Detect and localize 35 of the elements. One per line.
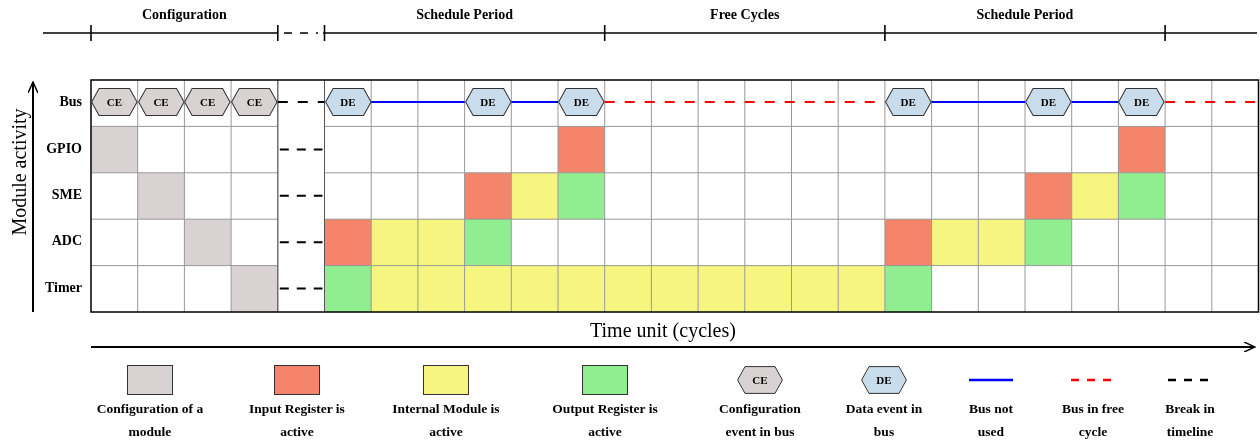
dashed-line	[276, 101, 326, 103]
data-event-hexagon: DE	[1118, 88, 1166, 116]
legend-text: Internal Module is active	[391, 400, 501, 441]
data-event-hexagon: DE	[884, 88, 932, 116]
phase-label: Schedule Period	[415, 7, 514, 23]
config-event-hexagon: CE	[231, 88, 278, 116]
bus-line	[1070, 101, 1120, 103]
bus-line	[510, 101, 559, 103]
legend-text: Output Register is active	[551, 400, 659, 441]
axis-title: Module activity	[7, 108, 31, 236]
phase-label: Configuration	[141, 7, 228, 23]
config-event-hexagon: CE	[137, 88, 185, 116]
bus-line	[370, 101, 466, 103]
row-label: Bus	[58, 94, 82, 111]
legend-text: Break in timeline	[1164, 400, 1216, 441]
bus-line	[930, 101, 1026, 103]
data-event-hexagon: DE	[1025, 88, 1072, 116]
legend-hexagon: CE	[737, 366, 783, 394]
row-label: Timer	[43, 279, 82, 296]
legend-text: Bus in free cycle	[1061, 400, 1125, 441]
config-event-hexagon: CE	[91, 88, 138, 116]
phase-label: Free Cycles	[709, 7, 781, 23]
data-event-hexagon: DE	[324, 88, 372, 116]
data-event-hexagon: DE	[464, 88, 512, 116]
data-event-hexagon: DE	[558, 88, 605, 116]
legend-text: Input Register is active	[248, 400, 346, 441]
legend-text: Bus not used	[968, 400, 1014, 441]
config-event-hexagon: CE	[184, 88, 232, 116]
legend-text: Configuration event in bus	[718, 400, 802, 441]
legend-hexagon: DE	[861, 366, 907, 394]
legend-text: Configuration of a module	[95, 400, 205, 441]
row-label: ADC	[50, 233, 82, 250]
legend-text: Data event in bus	[844, 400, 924, 441]
phase-label: Schedule Period	[975, 7, 1075, 23]
axis-title: Time unit (cycles)	[590, 319, 736, 342]
